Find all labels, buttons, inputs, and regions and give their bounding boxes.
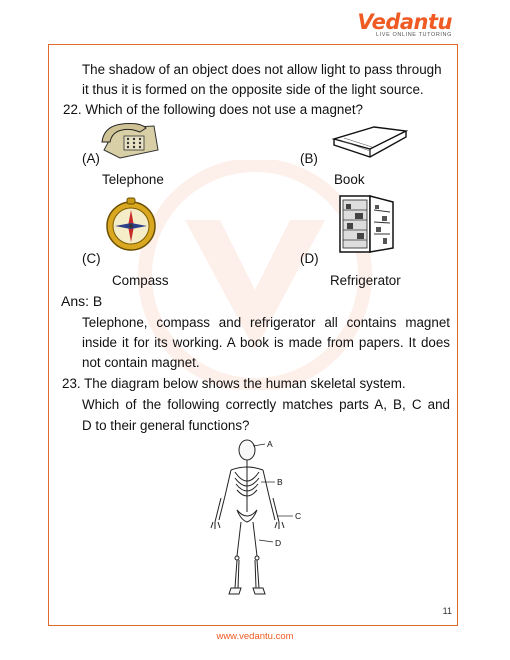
question-23-line-2: Which of the following correctly matches… bbox=[82, 397, 450, 412]
brand-tagline: LIVE ONLINE TUTORING bbox=[376, 32, 452, 38]
option-b-letter: (B) bbox=[300, 151, 318, 166]
book-icon bbox=[331, 126, 409, 158]
question-23-line-3: D to their general functions? bbox=[82, 418, 250, 433]
explanation-line-3: not contain magnet. bbox=[82, 355, 200, 370]
option-a-label: Telephone bbox=[102, 172, 164, 187]
option-b-label: Book bbox=[334, 172, 365, 187]
option-d-letter: (D) bbox=[300, 251, 319, 266]
refrigerator-icon bbox=[339, 195, 394, 253]
skeleton-label-d: D bbox=[275, 538, 282, 548]
question-22: 22. Which of the following does not use … bbox=[63, 102, 363, 117]
option-c-letter: (C) bbox=[82, 251, 101, 266]
intro-line-2: it thus it is formed on the opposite sid… bbox=[82, 82, 424, 97]
skeleton-label-c: C bbox=[295, 511, 302, 521]
option-a-letter: (A) bbox=[82, 151, 100, 166]
page-border bbox=[48, 44, 458, 626]
telephone-icon bbox=[101, 123, 159, 159]
vedantu-logo: Vedantu LIVE ONLINE TUTORING bbox=[357, 10, 452, 38]
explanation-line-1: Telephone, compass and refrigerator all … bbox=[82, 315, 450, 330]
brand-name: Vedantu bbox=[357, 10, 452, 34]
watermark-logo bbox=[138, 160, 372, 390]
skeleton-label-b: B bbox=[277, 477, 283, 487]
intro-line-1: The shadow of an object does not allow l… bbox=[82, 62, 442, 77]
answer-label: Ans: B bbox=[61, 293, 103, 309]
skeleton-label-a: A bbox=[267, 439, 273, 449]
option-c-label: Compass bbox=[112, 273, 169, 288]
explanation-line-2: inside it for its working. A book is mad… bbox=[82, 335, 450, 350]
compass-icon bbox=[106, 197, 156, 251]
page-number: 11 bbox=[442, 606, 452, 616]
question-23-line-1: 23. The diagram below shows the human sk… bbox=[62, 376, 406, 391]
footer-url[interactable]: www.vedantu.com bbox=[216, 631, 294, 642]
option-d-label: Refrigerator bbox=[330, 273, 401, 288]
skeleton-diagram bbox=[210, 439, 293, 595]
